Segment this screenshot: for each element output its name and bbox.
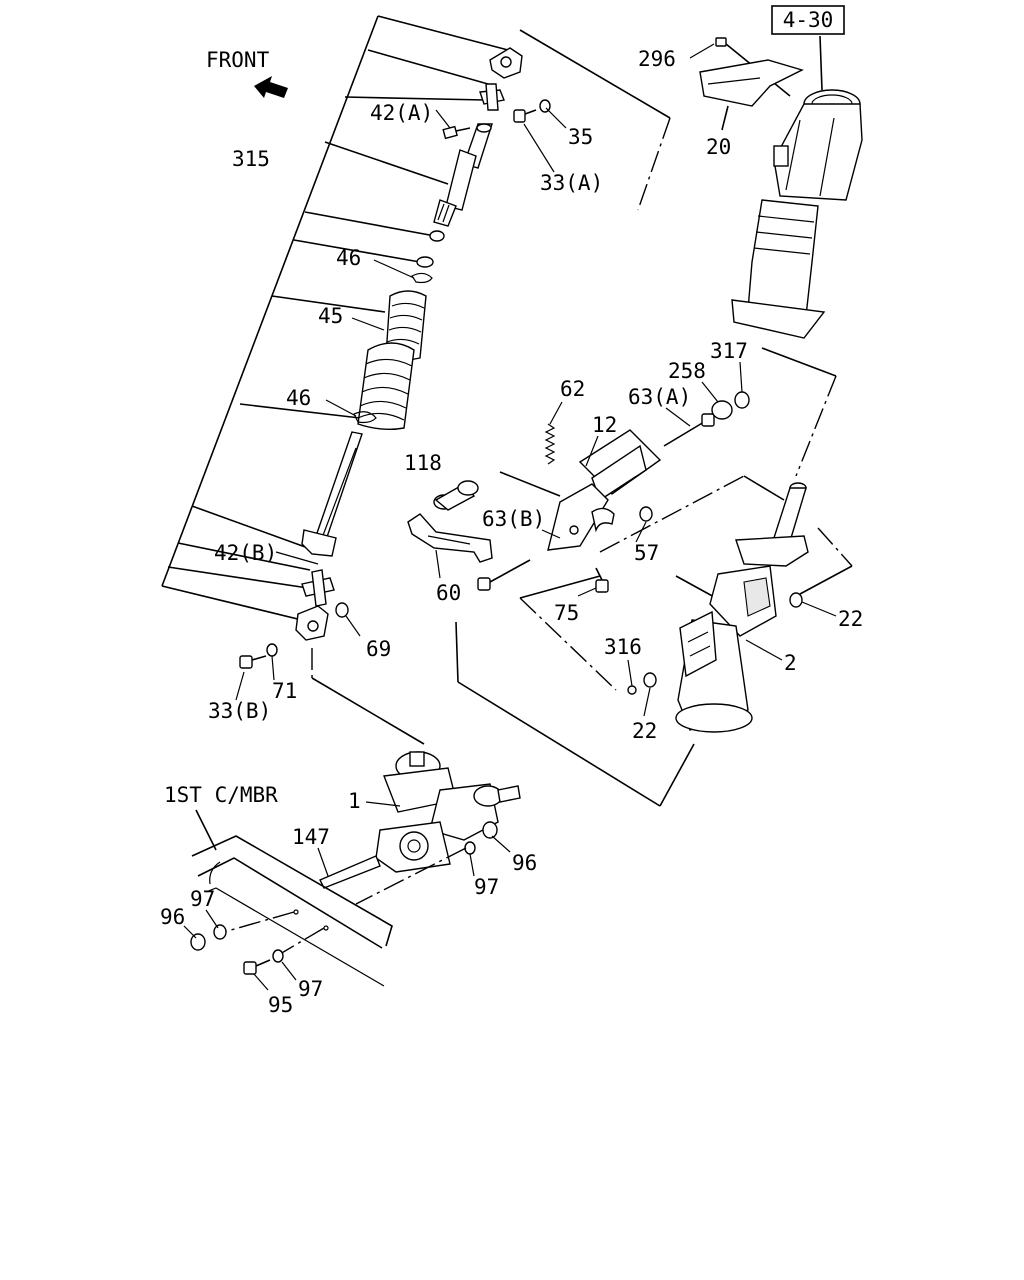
- callout-258: 258: [668, 359, 706, 383]
- callout-12: 12: [592, 413, 617, 437]
- washer-97-mid: [464, 841, 476, 855]
- washer-71: [266, 643, 278, 657]
- nut-317: [734, 391, 750, 409]
- tilt-lever-60: [407, 513, 493, 563]
- callout-316: 316: [604, 635, 642, 659]
- nut-96-right: [482, 821, 498, 839]
- callout-97-left: 97: [190, 887, 215, 911]
- clamp-46-lower: [353, 411, 377, 424]
- bolt-75: [595, 567, 609, 593]
- callout-63a: 63(A): [628, 385, 691, 409]
- lower-yoke: [295, 605, 329, 641]
- callout-22-lower: 22: [632, 719, 657, 743]
- bolt-33a: [513, 109, 537, 123]
- callout-118: 118: [404, 451, 442, 475]
- collar-118: [433, 480, 479, 511]
- plate-258: [711, 400, 733, 420]
- callout-296: 296: [638, 47, 676, 71]
- bolt-63a: [663, 413, 715, 447]
- callout-96-left: 96: [160, 905, 185, 929]
- callout-42a: 42(A): [370, 101, 433, 125]
- callout-62: 62: [560, 377, 585, 401]
- nut-upper: [429, 230, 445, 242]
- column-cover-lower: [731, 199, 826, 339]
- shaft-group-bracket: [161, 15, 509, 623]
- callout-75: 75: [554, 601, 579, 625]
- figure-code: 4-30: [783, 8, 834, 32]
- callout-95: 95: [268, 993, 293, 1017]
- bolt-33b: [239, 655, 267, 669]
- nut-69: [335, 602, 349, 618]
- washer-97-left: [213, 924, 227, 940]
- washer-97-bottom: [272, 949, 284, 963]
- front-arrow-icon: [254, 76, 288, 98]
- callout-33a: 33(A): [540, 171, 603, 195]
- bolt-42a: [442, 125, 471, 140]
- callout-60: 60: [436, 581, 461, 605]
- callout-labels: 296 20 42(A) 35 315 33(A) 46 45 46 62 25…: [160, 47, 863, 1017]
- leader-lines: [183, 43, 837, 991]
- callout-1: 1: [348, 789, 361, 813]
- nut-57: [639, 506, 653, 522]
- universal-joint-cross-upper: [479, 83, 505, 111]
- callout-69: 69: [366, 637, 391, 661]
- column-cover-upper: [773, 89, 863, 201]
- callout-42b: 42(B): [214, 541, 277, 565]
- front-label: FRONT: [206, 48, 270, 72]
- callout-46-lower: 46: [286, 386, 311, 410]
- callout-33b: 33(B): [208, 699, 271, 723]
- tilt-bracket-12: [547, 429, 662, 551]
- callout-97-bottom: 97: [298, 977, 323, 1001]
- nut-22-right: [789, 592, 803, 608]
- callout-315: 315: [232, 147, 270, 171]
- nut-22-lower: [643, 672, 657, 688]
- bolt-95: [243, 959, 271, 975]
- steering-column-2: [675, 482, 809, 733]
- callout-35: 35: [568, 125, 593, 149]
- callout-46-upper: 46: [336, 246, 361, 270]
- cover-20: [699, 59, 804, 107]
- callout-45: 45: [318, 304, 343, 328]
- lower-shaft: [301, 431, 363, 557]
- dust-boot-45: [357, 290, 427, 431]
- callout-97-mid: 97: [474, 875, 499, 899]
- callout-2: 2: [784, 651, 797, 675]
- stud-147: [319, 855, 381, 889]
- steering-gear-box-1: [375, 751, 521, 873]
- clamp-46-upper: [411, 272, 433, 284]
- callout-147: 147: [292, 825, 330, 849]
- nut-lower: [416, 256, 434, 268]
- callout-63b: 63(B): [482, 507, 545, 531]
- callout-96-right: 96: [512, 851, 537, 875]
- bolt-63b: [477, 559, 531, 591]
- callout-20: 20: [706, 135, 731, 159]
- callout-22-right: 22: [838, 607, 863, 631]
- nut-96-left: [190, 933, 206, 951]
- upper-yoke: [489, 47, 523, 79]
- figure-code-box: 4-30: [771, 5, 845, 35]
- column-group-bracket: [455, 29, 853, 807]
- intermediate-shaft: [433, 123, 493, 227]
- crossmember-label: 1ST C/MBR: [164, 783, 278, 807]
- callout-57: 57: [634, 541, 659, 565]
- callout-317: 317: [710, 339, 748, 363]
- lock-clip: [591, 507, 615, 533]
- callout-71: 71: [272, 679, 297, 703]
- ring-316: [627, 685, 637, 695]
- spring-62: [544, 423, 556, 465]
- universal-joint-cross-lower: [301, 569, 335, 607]
